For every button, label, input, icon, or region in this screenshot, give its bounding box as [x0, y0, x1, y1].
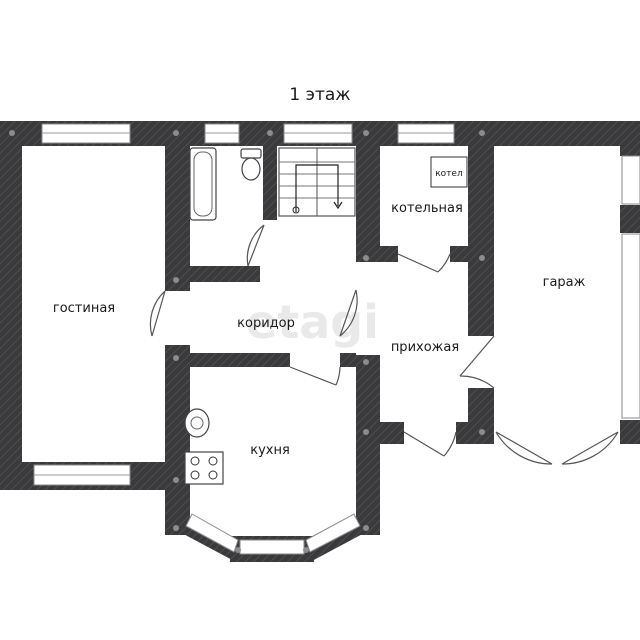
stove-icon: [184, 451, 224, 485]
sink-icon: [184, 408, 210, 438]
stairs: [278, 147, 356, 217]
fixtures: котел: [184, 147, 468, 485]
boiler-label: котел: [435, 169, 462, 179]
room-hall: прихожая: [391, 340, 459, 355]
room-boiler-room: котельная: [391, 201, 463, 216]
wall-dots: [9, 130, 485, 553]
toilet-icon: [240, 148, 262, 181]
bathtub-icon: [189, 147, 217, 221]
room-living: гостиная: [53, 301, 115, 316]
floor-title: 1 этаж: [289, 85, 350, 105]
room-garage: гараж: [543, 275, 586, 290]
room-labels: гостиная коридор кухня котельная прихожа…: [53, 201, 586, 458]
room-kitchen: кухня: [250, 443, 290, 458]
windows: [33, 123, 640, 555]
room-corridor: коридор: [237, 316, 295, 331]
doors: [149, 224, 619, 465]
boiler-icon: [430, 156, 468, 188]
